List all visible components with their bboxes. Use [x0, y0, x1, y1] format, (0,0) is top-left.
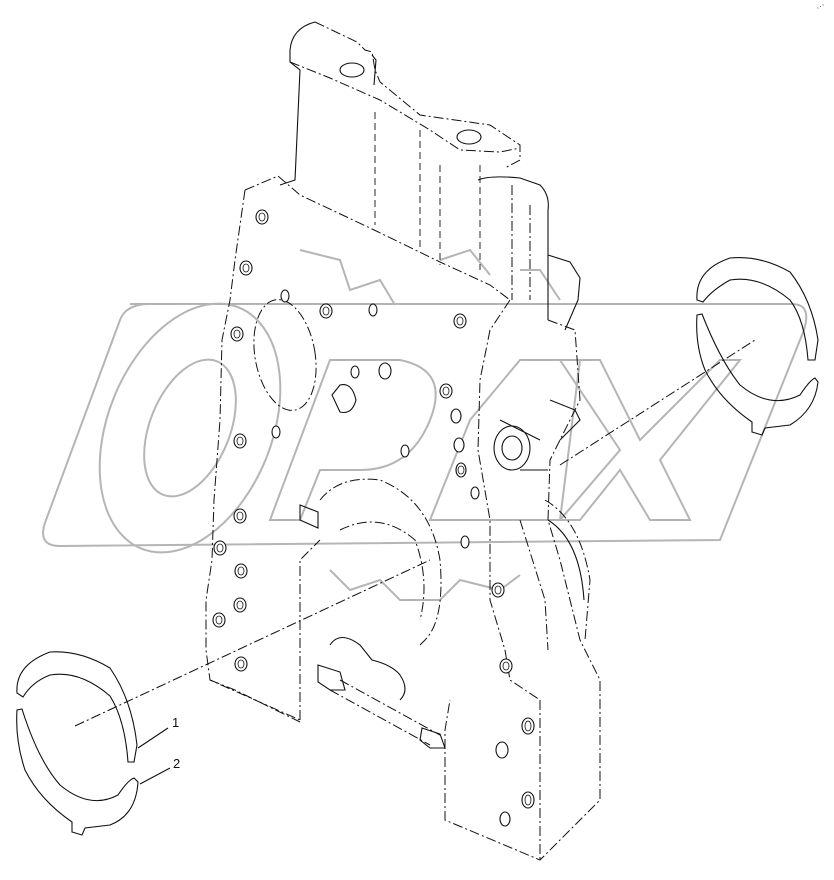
thrust-washer-left	[16, 651, 139, 836]
callout-label-2: 2	[173, 756, 181, 771]
callout-leader-1	[137, 727, 169, 749]
callout-label-1: 1	[172, 715, 180, 730]
timing-gear-housing	[205, 21, 601, 861]
watermark-logo	[42, 248, 808, 601]
axis-centerline	[74, 339, 756, 727]
thrust-washer-right	[696, 257, 819, 436]
callout-leader-2	[139, 767, 171, 785]
bolt-holes	[212, 209, 535, 827]
